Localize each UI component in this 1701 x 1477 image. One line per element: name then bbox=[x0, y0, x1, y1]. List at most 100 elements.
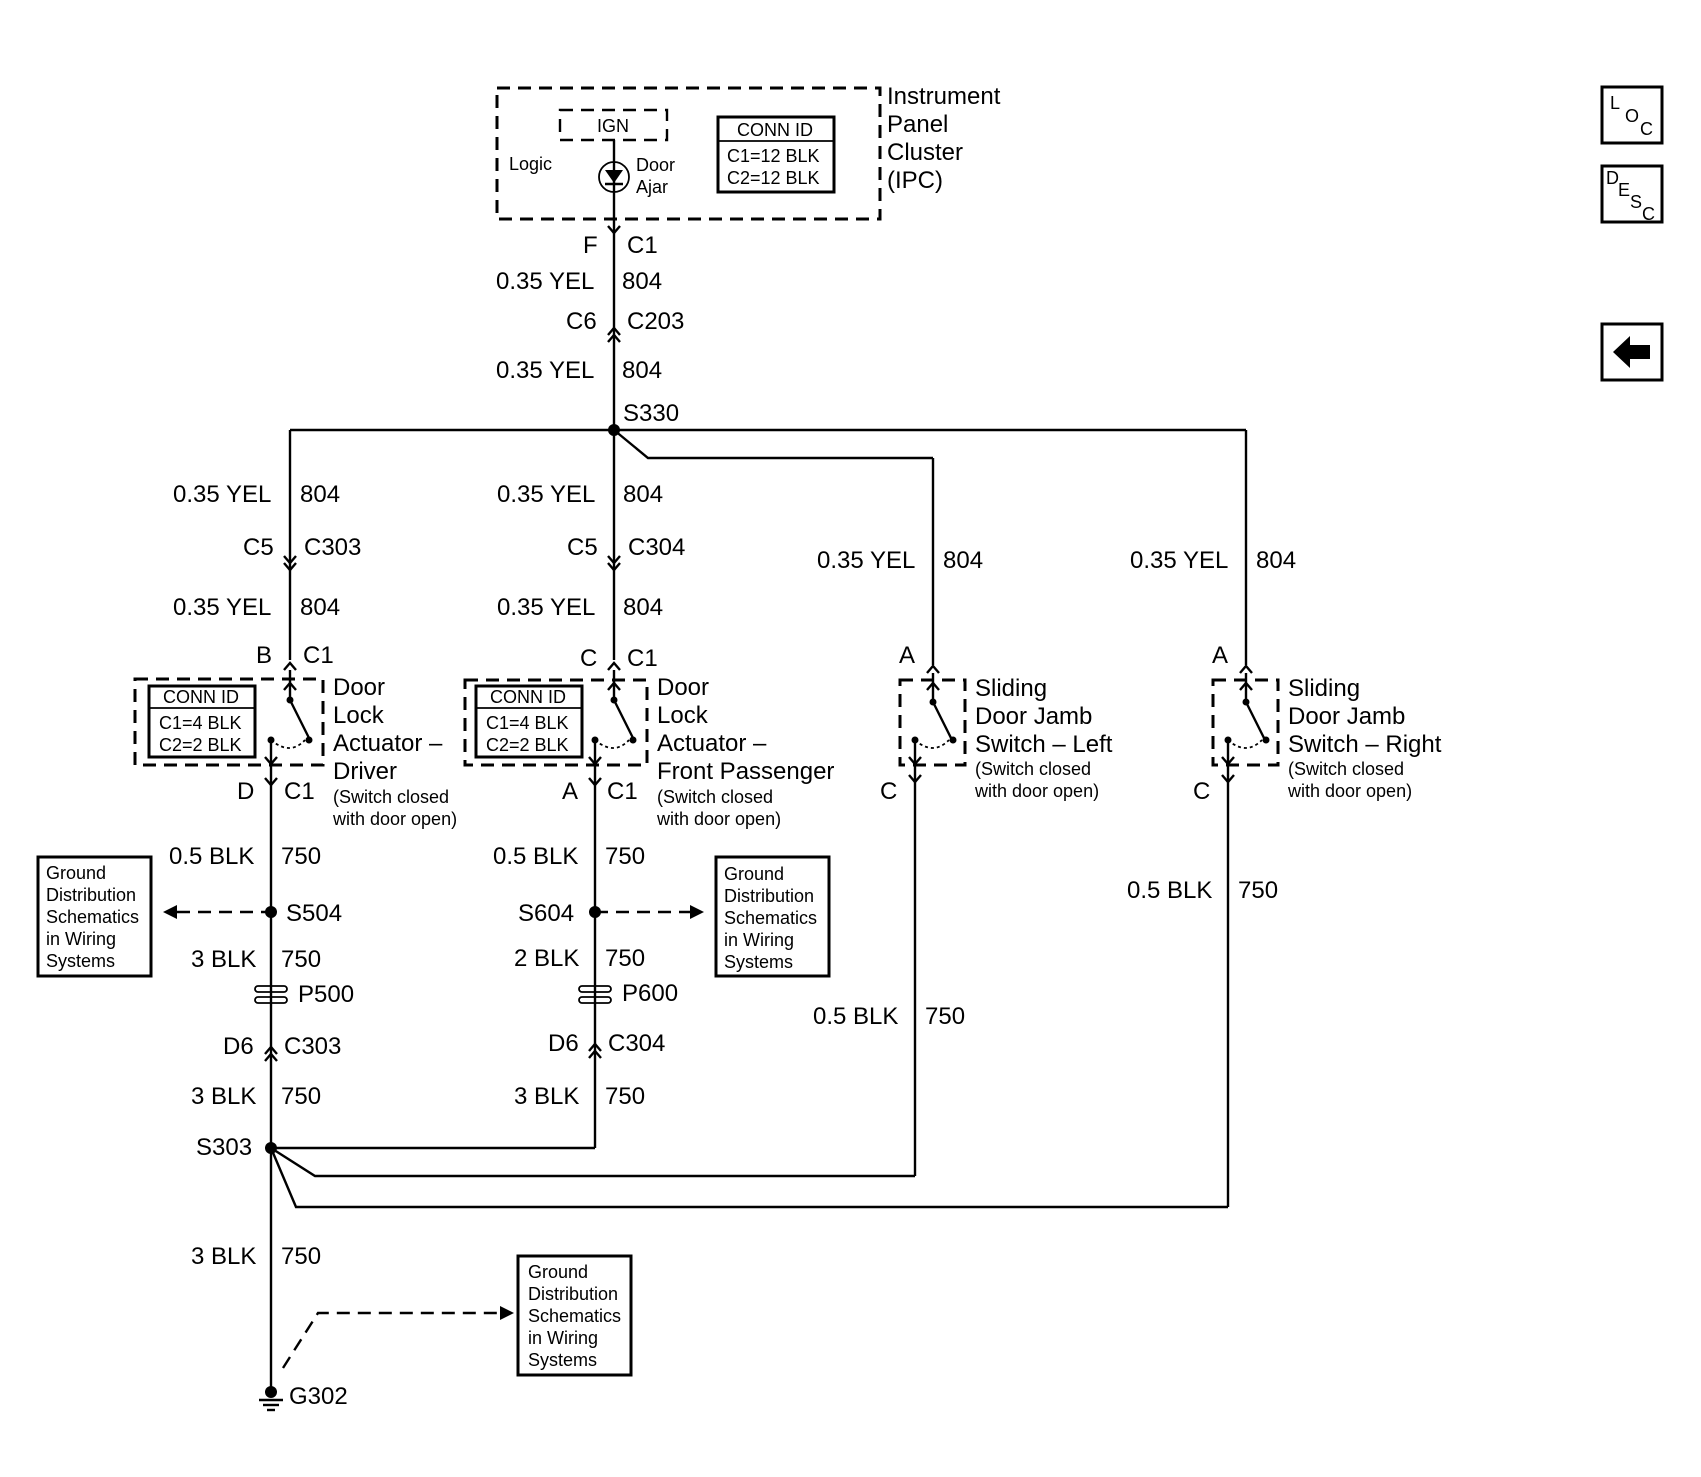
svg-text:Instrument: Instrument bbox=[887, 83, 1001, 110]
svg-text:3 BLK: 3 BLK bbox=[191, 1083, 256, 1110]
svg-text:0.35 YEL: 0.35 YEL bbox=[817, 547, 915, 574]
svg-text:804: 804 bbox=[1256, 547, 1296, 574]
svg-text:S303: S303 bbox=[196, 1134, 252, 1161]
back-button[interactable] bbox=[1600, 322, 1664, 382]
svg-text:CONN ID: CONN ID bbox=[490, 687, 566, 707]
svg-text:A: A bbox=[562, 778, 578, 805]
svg-text:804: 804 bbox=[623, 481, 663, 508]
svg-text:804: 804 bbox=[623, 594, 663, 621]
svg-text:Distribution: Distribution bbox=[46, 885, 136, 905]
svg-text:804: 804 bbox=[622, 357, 662, 384]
svg-text:(Switch closed: (Switch closed bbox=[1288, 759, 1404, 779]
svg-text:S330: S330 bbox=[623, 400, 679, 427]
svg-text:with door open): with door open) bbox=[656, 809, 781, 829]
svg-text:750: 750 bbox=[281, 1243, 321, 1270]
svg-text:in Wiring: in Wiring bbox=[528, 1328, 598, 1348]
svg-text:804: 804 bbox=[943, 547, 983, 574]
svg-text:3 BLK: 3 BLK bbox=[191, 1243, 256, 1270]
right-sliding-door-jamb-switch: 0.35 YEL 804 A Sliding Door Jamb Switch … bbox=[1127, 430, 1442, 1207]
svg-text:S604: S604 bbox=[518, 900, 574, 927]
svg-text:in Wiring: in Wiring bbox=[46, 929, 116, 949]
svg-text:IGN: IGN bbox=[597, 116, 629, 136]
svg-text:with door open): with door open) bbox=[332, 809, 457, 829]
svg-text:(Switch closed: (Switch closed bbox=[657, 787, 773, 807]
svg-text:0.5 BLK: 0.5 BLK bbox=[493, 843, 578, 870]
svg-text:C1: C1 bbox=[627, 645, 658, 672]
svg-text:804: 804 bbox=[300, 594, 340, 621]
door-ajar-led-icon bbox=[598, 161, 630, 193]
ground-reference-box-driver[interactable]: Ground Distribution Schematics in Wiring… bbox=[36, 855, 153, 978]
svg-text:Door: Door bbox=[333, 674, 385, 701]
svg-text:C2=12 BLK: C2=12 BLK bbox=[727, 168, 820, 188]
loc-button[interactable]: L O C bbox=[1600, 85, 1664, 145]
svg-text:Logic: Logic bbox=[509, 154, 552, 174]
svg-text:(Switch closed: (Switch closed bbox=[333, 787, 449, 807]
svg-text:C: C bbox=[880, 778, 897, 805]
svg-text:750: 750 bbox=[605, 1083, 645, 1110]
svg-text:O: O bbox=[1625, 106, 1639, 126]
svg-text:0.35 YEL: 0.35 YEL bbox=[1130, 547, 1228, 574]
svg-text:0.35 YEL: 0.35 YEL bbox=[173, 481, 271, 508]
ground-reference-box-passenger[interactable]: Ground Distribution Schematics in Wiring… bbox=[714, 855, 831, 978]
svg-text:(IPC): (IPC) bbox=[887, 167, 943, 194]
pass-through-p500-icon bbox=[254, 985, 288, 1004]
ground-circuit-750: S303 3 BLK 750 Ground Distribution Schem… bbox=[191, 1134, 1228, 1412]
svg-text:C6: C6 bbox=[566, 308, 597, 335]
svg-text:0.35 YEL: 0.35 YEL bbox=[173, 594, 271, 621]
svg-text:G302: G302 bbox=[289, 1383, 348, 1410]
svg-text:C1: C1 bbox=[607, 778, 638, 805]
svg-text:2 BLK: 2 BLK bbox=[514, 945, 579, 972]
svg-text:Driver: Driver bbox=[333, 758, 397, 785]
svg-text:Door Jamb: Door Jamb bbox=[975, 703, 1092, 730]
pass-through-p600-icon bbox=[578, 985, 612, 1004]
ground-reference-box-main[interactable]: Ground Distribution Schematics in Wiring… bbox=[516, 1254, 633, 1377]
ground-ref-arrow-icon bbox=[690, 905, 704, 919]
svg-text:F: F bbox=[583, 232, 598, 259]
svg-text:0.35 YEL: 0.35 YEL bbox=[496, 268, 594, 295]
connector-c303b-icon bbox=[264, 1045, 278, 1055]
svg-text:0.35 YEL: 0.35 YEL bbox=[497, 481, 595, 508]
trunk-circuit-804: F C1 0.35 YEL 804 C6 C203 0.35 YEL 804 S… bbox=[290, 214, 1246, 460]
svg-text:C304: C304 bbox=[608, 1030, 665, 1057]
svg-text:Door: Door bbox=[657, 674, 709, 701]
svg-text:Sliding: Sliding bbox=[975, 675, 1047, 702]
svg-text:C1=4 BLK: C1=4 BLK bbox=[486, 713, 569, 733]
svg-text:C5: C5 bbox=[567, 534, 598, 561]
svg-text:C: C bbox=[1640, 119, 1653, 139]
instrument-panel-cluster: IGN Logic Door Ajar CONN ID C1=12 BLK C2… bbox=[495, 83, 1001, 221]
svg-text:Distribution: Distribution bbox=[528, 1284, 618, 1304]
left-sliding-door-jamb-switch: 0.35 YEL 804 A Sliding Door Jamb Switch … bbox=[813, 458, 1113, 1176]
ground-ref-arrow-icon bbox=[163, 905, 177, 919]
svg-text:C1: C1 bbox=[284, 778, 315, 805]
svg-text:Systems: Systems bbox=[46, 951, 115, 971]
svg-text:0.5 BLK: 0.5 BLK bbox=[813, 1003, 898, 1030]
svg-text:D6: D6 bbox=[548, 1030, 579, 1057]
connector-c304-icon bbox=[607, 555, 621, 565]
svg-text:0.35 YEL: 0.35 YEL bbox=[496, 357, 594, 384]
svg-text:S504: S504 bbox=[286, 900, 342, 927]
svg-text:D: D bbox=[237, 778, 254, 805]
svg-text:Ground: Ground bbox=[528, 1262, 588, 1282]
svg-text:0.35 YEL: 0.35 YEL bbox=[497, 594, 595, 621]
svg-text:E: E bbox=[1618, 180, 1630, 200]
svg-text:Systems: Systems bbox=[724, 952, 793, 972]
svg-text:C: C bbox=[1193, 778, 1210, 805]
svg-text:L: L bbox=[1610, 93, 1620, 113]
svg-text:Switch – Right: Switch – Right bbox=[1288, 731, 1442, 758]
svg-text:750: 750 bbox=[1238, 877, 1278, 904]
svg-text:750: 750 bbox=[281, 843, 321, 870]
svg-text:C303: C303 bbox=[284, 1033, 341, 1060]
desc-button[interactable]: D E S C bbox=[1600, 164, 1664, 224]
svg-text:C2=2 BLK: C2=2 BLK bbox=[486, 735, 569, 755]
switch-icon bbox=[1221, 673, 1270, 768]
svg-text:Actuator –: Actuator – bbox=[333, 730, 443, 757]
svg-text:A: A bbox=[1212, 642, 1228, 669]
svg-text:C1=4 BLK: C1=4 BLK bbox=[159, 713, 242, 733]
svg-text:Panel: Panel bbox=[887, 111, 948, 138]
arrow-left-icon bbox=[1613, 336, 1650, 368]
svg-text:(Switch closed: (Switch closed bbox=[975, 759, 1091, 779]
ground-ref-arrow-icon bbox=[500, 1306, 514, 1320]
ground-symbol-icon bbox=[259, 1386, 283, 1412]
svg-text:A: A bbox=[899, 642, 915, 669]
svg-text:804: 804 bbox=[300, 481, 340, 508]
